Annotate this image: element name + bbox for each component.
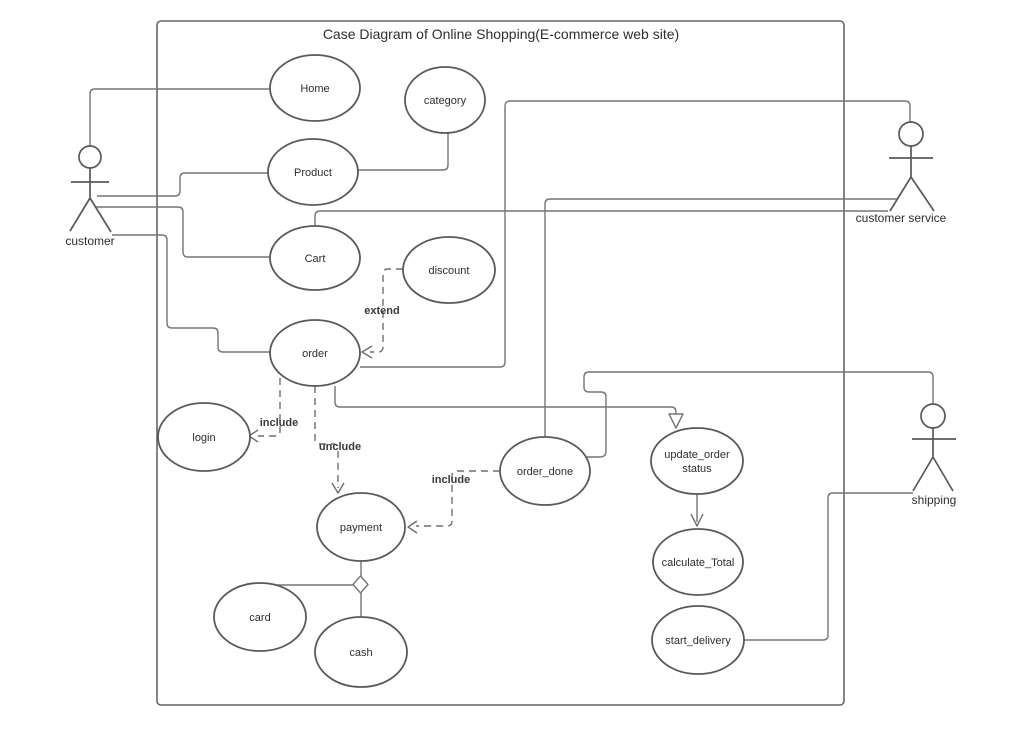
edge-include-orderdone-payment bbox=[416, 470, 500, 527]
actor-head bbox=[920, 403, 946, 429]
actor-body bbox=[69, 168, 112, 233]
edge-customer-order bbox=[112, 234, 270, 353]
open-arrowhead-include-payment bbox=[407, 520, 418, 534]
system-boundary-box bbox=[156, 20, 845, 706]
actor-label: customer bbox=[65, 234, 114, 248]
actor-label: customer service bbox=[856, 211, 947, 225]
use-case-calculate-total: calculate_Total bbox=[652, 528, 744, 596]
diagram-title: Case Diagram of Online Shopping(E-commer… bbox=[323, 26, 679, 42]
actor-head bbox=[78, 145, 102, 169]
use-case-label: order bbox=[302, 348, 328, 360]
actor-shipping: shipping bbox=[912, 403, 957, 507]
actor-body bbox=[912, 428, 956, 492]
include-payment-label: include bbox=[432, 474, 471, 486]
use-case-label: calculate_Total bbox=[662, 557, 735, 569]
use-case-order-done: order_done bbox=[499, 436, 591, 506]
use-case-label: order_done bbox=[517, 466, 573, 478]
use-case-update-order-status: update_order status bbox=[650, 427, 744, 495]
use-case-product: Product bbox=[267, 138, 359, 206]
use-case-label: discount bbox=[429, 265, 470, 277]
actor-head bbox=[898, 121, 924, 147]
edge-customer-cart bbox=[95, 206, 270, 258]
use-case-label: cash bbox=[349, 647, 372, 659]
use-case-label-line1: update_order bbox=[664, 449, 730, 461]
association-edges bbox=[89, 88, 934, 641]
use-case-home: Home bbox=[269, 54, 361, 122]
unclude-label: unclude bbox=[319, 441, 361, 453]
edge-cart-customer-service bbox=[314, 210, 888, 226]
edge-unclude-order-payment bbox=[314, 386, 339, 488]
edge-order-updateorder bbox=[334, 386, 677, 414]
use-case-card: card bbox=[213, 582, 307, 652]
use-case-order: order bbox=[269, 319, 361, 387]
edge-extend-discount-order bbox=[370, 268, 403, 353]
use-case-label: Cart bbox=[305, 253, 326, 265]
edge-orderdone-customer-service bbox=[544, 198, 897, 438]
use-case-start-delivery: start_delivery bbox=[651, 605, 745, 675]
open-arrowhead-down bbox=[690, 513, 704, 527]
use-case-label: login bbox=[192, 432, 215, 444]
use-case-cart: Cart bbox=[269, 225, 361, 291]
use-case-label: payment bbox=[340, 522, 382, 534]
use-case-label: start_delivery bbox=[665, 635, 731, 647]
use-case-label: Product bbox=[294, 167, 332, 179]
edge-category-product bbox=[358, 133, 449, 171]
edge-order-customer-service bbox=[360, 100, 911, 368]
edge-include-order-login bbox=[258, 378, 281, 437]
aggregation-diamond bbox=[352, 574, 369, 595]
use-case-label-line2: status bbox=[682, 463, 712, 475]
include-login-label: include bbox=[260, 417, 299, 429]
edge-customer-home bbox=[89, 88, 270, 146]
edge-startdelivery-shipping bbox=[744, 492, 913, 641]
actor-customer: customer bbox=[65, 145, 115, 248]
open-arrowhead-extend bbox=[361, 345, 373, 359]
extend-label: extend bbox=[364, 305, 399, 317]
use-case-discount: discount bbox=[402, 236, 496, 304]
edge-orderdone-shipping bbox=[583, 371, 934, 458]
use-case-nodes: Home category Product Cart discount orde… bbox=[157, 54, 745, 688]
use-case-cash: cash bbox=[314, 616, 408, 688]
dependency-edges: extend include unclude include bbox=[248, 268, 500, 534]
actor-body bbox=[889, 146, 935, 212]
use-case-category: category bbox=[404, 66, 486, 134]
use-case-login: login bbox=[157, 402, 251, 472]
open-arrowhead-unclude bbox=[331, 482, 345, 494]
use-case-label: category bbox=[424, 95, 467, 107]
edge-customer-product bbox=[97, 172, 268, 197]
actor-label: shipping bbox=[912, 493, 957, 507]
hollow-triangle-arrowhead bbox=[668, 413, 684, 429]
use-case-label: Home bbox=[300, 83, 329, 95]
use-case-payment: payment bbox=[316, 492, 406, 562]
payment-split-edges bbox=[266, 561, 369, 617]
actor-customer-service: customer service bbox=[856, 121, 947, 225]
use-case-label: card bbox=[249, 612, 270, 624]
